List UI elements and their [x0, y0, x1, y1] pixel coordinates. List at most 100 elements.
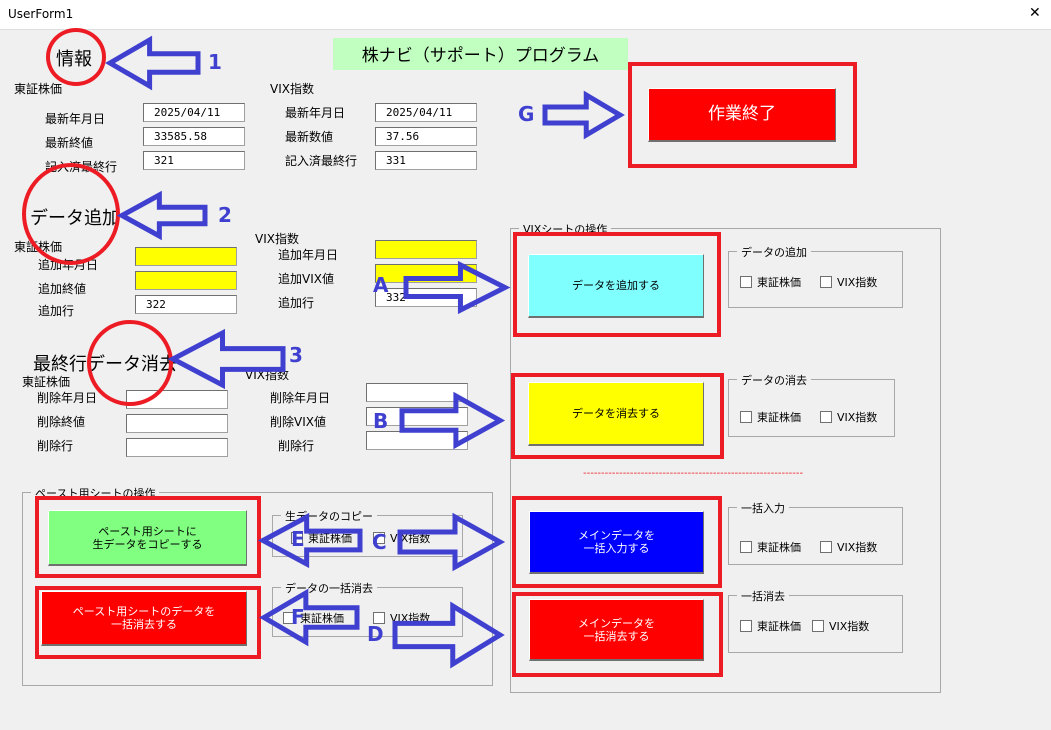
del-topix-label: 東証株価 — [22, 375, 71, 389]
right-arrow-icon — [402, 396, 500, 445]
annotation-box-d — [512, 592, 723, 677]
bulkclr-vix-checkbox[interactable]: VIX指数 — [812, 618, 869, 634]
info-topix-label: 東証株価 — [14, 82, 63, 96]
checkbox-box[interactable] — [373, 532, 385, 544]
bulkin-vix-checkbox[interactable]: VIX指数 — [820, 539, 877, 555]
checkbox-label: VIX指数 — [837, 276, 878, 289]
right-arrow-icon — [406, 265, 505, 310]
info-vix-label: VIX指数 — [270, 82, 314, 96]
checkbox-label: VIX指数 — [837, 541, 878, 554]
checkbox-box[interactable] — [740, 541, 752, 553]
bulk-input-frame: 一括入力 東証株価 VIX指数 — [728, 500, 903, 565]
bulkin-topix-checkbox[interactable]: 東証株価 — [740, 539, 801, 555]
topix-last-row-input[interactable]: 321 — [143, 151, 245, 170]
annotation-a: A — [373, 273, 389, 297]
exit-button[interactable]: 作業終了 — [648, 88, 836, 142]
annotation-g: G — [518, 102, 535, 126]
add-topix-row-input[interactable]: 322 — [135, 295, 237, 314]
label: 追加VIX値 — [278, 272, 334, 286]
delete-data-frame: データの消去 東証株価 VIX指数 — [728, 372, 895, 437]
annotation-3: 3 — [289, 343, 303, 367]
copy-topix-checkbox[interactable]: 東証株価 — [291, 530, 352, 546]
annotation-e: E — [291, 527, 305, 551]
checkbox-box[interactable] — [283, 612, 295, 624]
frame-caption: データの追加 — [737, 244, 811, 260]
label: 削除行 — [278, 439, 315, 453]
close-icon[interactable]: ✕ — [1029, 5, 1041, 21]
clear-topix-checkbox[interactable]: 東証株価 — [283, 610, 344, 626]
clear-paste-sheet-button[interactable]: ペースト用シートのデータを 一括消去する — [41, 591, 247, 646]
annotation-d: D — [367, 622, 384, 646]
checkbox-label: VIX指数 — [829, 620, 870, 633]
add-vix-label: VIX指数 — [255, 232, 299, 246]
label: 最新年月日 — [285, 106, 346, 120]
add-topix-checkbox[interactable]: 東証株価 — [740, 274, 801, 290]
frame-caption: 一括消去 — [737, 588, 789, 604]
delete-data-button[interactable]: データを消去する — [528, 382, 704, 446]
checkbox-label: 東証株価 — [308, 532, 352, 545]
copy-raw-data-button[interactable]: ペースト用シートに 生データをコピーする — [48, 510, 247, 566]
del-vix-date-input[interactable] — [366, 383, 468, 402]
label: 削除行 — [37, 439, 74, 453]
label: 追加行 — [38, 304, 75, 318]
vix-latest-date-input[interactable]: 2025/04/11 — [375, 103, 477, 122]
checkbox-label: 東証株価 — [757, 620, 801, 633]
app-title-label: 株ナビ（サポート）プログラム — [333, 38, 628, 70]
raw-copy-frame: 生データのコピー 東証株価 VIX指数 — [272, 508, 463, 557]
left-arrow-icon — [110, 40, 198, 86]
checkbox-box[interactable] — [820, 411, 832, 423]
checkbox-label: 東証株価 — [757, 541, 801, 554]
label: 最新年月日 — [45, 112, 106, 126]
checkbox-box[interactable] — [812, 620, 824, 632]
checkbox-box[interactable] — [740, 620, 752, 632]
annotation-2: 2 — [218, 203, 232, 227]
label: 最新数値 — [285, 130, 334, 144]
label: 追加行 — [278, 296, 315, 310]
right-arrow-icon — [400, 517, 500, 567]
add-vix-date-input[interactable] — [375, 240, 477, 259]
checkbox-label: 東証株価 — [757, 276, 801, 289]
annotation-b: B — [373, 409, 389, 433]
checkbox-box[interactable] — [740, 411, 752, 423]
topix-latest-date-input[interactable]: 2025/04/11 — [143, 103, 245, 122]
title-bar: UserForm1 ✕ — [0, 0, 1051, 30]
del-topix-checkbox[interactable]: 東証株価 — [740, 409, 801, 425]
vix-latest-value-input[interactable]: 37.56 — [375, 127, 477, 146]
add-topix-close-input[interactable] — [135, 271, 237, 290]
annotation-box-e — [35, 496, 261, 578]
checkbox-box[interactable] — [820, 541, 832, 553]
frame-caption: 一括入力 — [737, 500, 789, 516]
del-vix-checkbox[interactable]: VIX指数 — [820, 409, 877, 425]
topix-latest-close-input[interactable]: 33585.58 — [143, 127, 245, 146]
add-vix-checkbox[interactable]: VIX指数 — [820, 274, 877, 290]
add-data-frame: データの追加 東証株価 VIX指数 — [728, 244, 903, 308]
label: 削除VIX値 — [270, 415, 326, 429]
annotation-circle-2 — [22, 163, 120, 265]
checkbox-label: VIX指数 — [837, 411, 878, 424]
bulk-clear-button[interactable]: メインデータを 一括消去する — [529, 599, 704, 661]
left-arrow-icon — [263, 517, 360, 564]
label: 削除終値 — [37, 415, 86, 429]
vix-last-row-input[interactable]: 331 — [375, 151, 477, 170]
checkbox-box[interactable] — [740, 276, 752, 288]
annotation-circle-1 — [46, 28, 106, 86]
label: 追加終値 — [38, 282, 87, 296]
del-topix-row-input[interactable] — [126, 438, 228, 457]
annotation-circle-3 — [87, 320, 173, 406]
del-topix-close-input[interactable] — [126, 414, 228, 433]
checkbox-label: 東証株価 — [300, 612, 344, 625]
annotation-box-b — [511, 373, 724, 459]
label: 削除年月日 — [270, 391, 331, 405]
label: 削除年月日 — [37, 391, 98, 405]
label: 最新終値 — [45, 136, 94, 150]
checkbox-box[interactable] — [291, 532, 303, 544]
bulk-input-button[interactable]: メインデータを 一括入力する — [529, 511, 704, 574]
annotation-box-g — [628, 62, 857, 168]
checkbox-box[interactable] — [373, 612, 385, 624]
add-topix-date-input[interactable] — [135, 247, 237, 266]
bulkclr-topix-checkbox[interactable]: 東証株価 — [740, 618, 801, 634]
add-data-button[interactable]: データを追加する — [528, 254, 704, 318]
left-arrow-icon — [264, 593, 357, 642]
window-title: UserForm1 — [8, 7, 74, 21]
checkbox-box[interactable] — [820, 276, 832, 288]
